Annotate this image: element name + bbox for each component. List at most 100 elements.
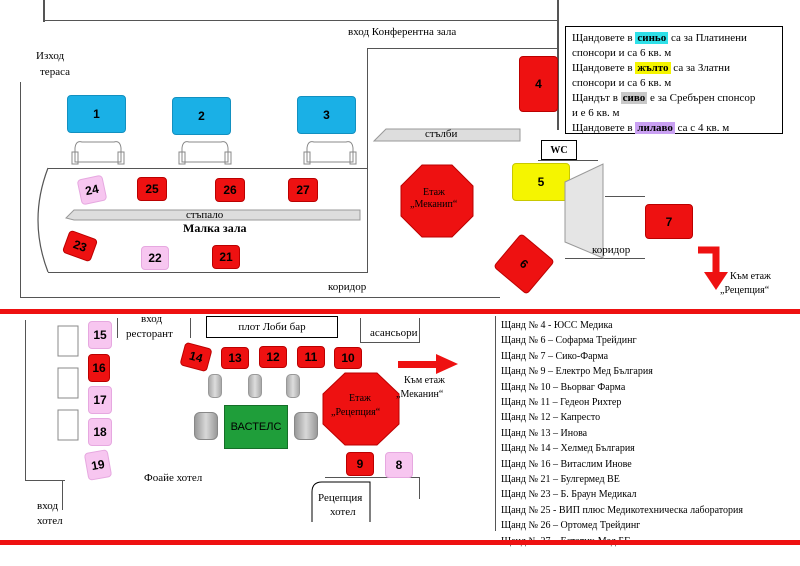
wall [360,342,420,343]
wall [20,82,21,297]
stand-9[interactable]: 9 [346,452,374,476]
stand-12[interactable]: 12 [259,346,287,368]
pillar [208,374,222,398]
stand-26[interactable]: 26 [215,178,245,202]
stand-17[interactable]: 17 [88,386,112,414]
legend-text: спонсори и са 6 кв. м [572,77,672,89]
terrace-exit-label-2: тераса [40,66,70,78]
stand-6[interactable]: 6 [493,233,555,295]
wall [419,477,420,499]
hotel-reception-label-1: Рецепция [318,492,363,504]
step-label: стъпало [186,209,224,221]
stand-list: Щанд № 4 - ЮСС Медика Щанд № 6 – Софарма… [501,318,743,549]
stand-list-item: Щанд № 16 – Витаслим Инове [501,458,632,470]
stand-1[interactable]: 1 [67,95,126,133]
stand-list-item: Щанд № 7 – Сико-Фарма [501,350,609,362]
legend-yellow: жълто [635,62,671,74]
legend-text: са за Златни [670,62,730,74]
stand-list-item: Щанд № 13 – Инова [501,427,588,439]
stand-18[interactable]: 18 [88,418,112,446]
elevators-label: асансьори [370,327,418,339]
legend-text: Щандът в [572,92,621,104]
hotel-foyer-label: Фоайе хотел [144,472,203,484]
wall [495,316,496,531]
wall [48,272,368,273]
stand-11[interactable]: 11 [297,346,325,368]
legend-grey: сиво [620,92,648,104]
stand-list-item: Щанд № 26 – Ортомед Трейдинг [501,520,641,532]
wall [25,320,26,480]
hotel-reception-label-2: хотел [330,506,356,518]
hotel-entrance-label-2: хотел [37,515,63,527]
stand-2[interactable]: 2 [172,97,231,135]
stairs-label: стълби [425,128,458,140]
legend-text: са за Платинени [668,32,747,44]
floor-reception-octagon [322,372,400,446]
wall [419,318,420,342]
sofa-icon [303,141,357,165]
pillar [286,374,300,398]
wall [565,258,645,259]
stand-15[interactable]: 15 [88,321,112,349]
stand-8[interactable]: 8 [385,452,413,478]
wall [48,168,368,169]
stand-list-item: Щанд № 10 – Вьорваг Фарма [501,381,626,393]
arrow-down-icon [698,246,728,290]
to-mechanic-label-2: „Меканин“ [396,389,444,400]
wall [117,318,118,338]
corridor-label-1: коридор [328,281,367,293]
stand-5[interactable]: 5 [512,163,570,201]
vastels-stand[interactable]: ВАСТЕЛС [224,405,288,449]
legend-text: Щандовете в [572,32,636,44]
wall [360,318,361,342]
wall [43,0,45,22]
stand-list-item: Щанд № 14 – Хелмед България [501,443,635,455]
wall [20,297,500,298]
stand-16[interactable]: 16 [88,354,110,382]
stand-24[interactable]: 24 [76,174,108,206]
floor-mechanic-label-2: „Меканип“ [410,199,458,210]
stand-27[interactable]: 27 [288,178,318,202]
stand-22[interactable]: 22 [141,246,169,270]
corridor-label-2: коридор [592,244,631,256]
to-reception-label-2: „Рецепция“ [720,285,770,296]
conference-entrance-label: вход Конферентна зала [348,26,457,38]
stand-4[interactable]: 4 [519,56,558,112]
stand-25[interactable]: 25 [137,177,167,201]
reception-desk [311,481,371,522]
to-mechanic-label-1: Към етаж [404,375,445,386]
stand-14[interactable]: 14 [179,341,213,373]
legend-text: Щандовете в [572,62,636,74]
floor-reception-label-1: Етаж [349,393,371,404]
wall [325,477,420,478]
column [294,412,318,440]
pillar [248,374,262,398]
sofa-icon [178,141,232,165]
stand-19[interactable]: 19 [83,449,113,481]
wall [367,48,368,273]
wall [367,48,557,49]
wall [605,196,645,197]
legend-text: е за Сребърен спонсор [647,92,756,104]
hotel-entrance-label-1: вход [37,500,59,512]
column [194,412,218,440]
step [65,209,361,221]
legend-blue: синьо [635,32,669,44]
floor-reception-label-2: „Рецепция“ [331,407,381,418]
stand-13[interactable]: 13 [221,347,249,369]
curved-wall [37,167,49,273]
stand-list-item: Щанд № 11 – Гедеон Рихтер [501,397,622,409]
sofa-icon [57,325,79,441]
stand-list-item: Щанд № 21 – Булгермед ВЕ [501,474,620,486]
stand-3[interactable]: 3 [297,96,356,134]
stand-7[interactable]: 7 [645,204,693,239]
terrace-exit-label-1: Изход [36,50,65,62]
lobby-bar: плот Лоби бар [206,316,338,338]
stairs [372,128,521,142]
restaurant-entrance-label-2: ресторант [126,328,173,340]
stand-21[interactable]: 21 [212,245,240,269]
floor-mechanic-label-1: Етаж [423,187,445,198]
stand-10[interactable]: 10 [334,347,362,369]
wall [190,318,191,338]
legend-text: са с 4 кв. м [674,122,730,134]
